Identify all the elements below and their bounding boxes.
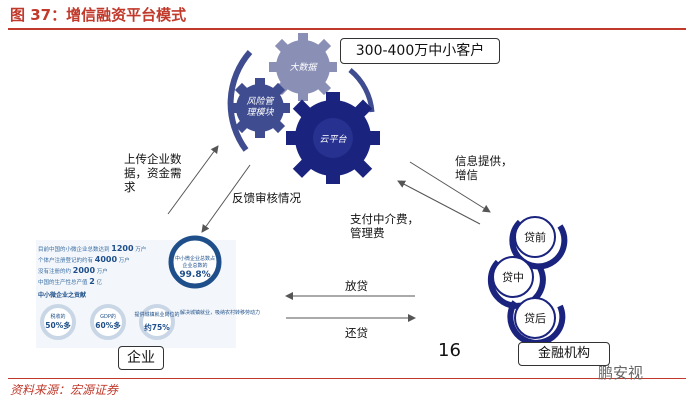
contribution-subtitle: 中小微企业之贡献 — [38, 292, 87, 299]
stage-pre-loan: 贷前 — [524, 230, 546, 244]
payment-fee-label: 支付中介费，管理费 — [350, 212, 419, 240]
jobs-value: 约75% — [144, 322, 170, 332]
big-data-gear-icon: 大数据 — [269, 33, 337, 101]
cloud-platform-gear-icon: 云平台 — [286, 92, 380, 184]
jobs-share-circle — [139, 304, 175, 340]
loan-label: 放贷 — [345, 279, 368, 293]
enterprise-stats: 目前中国的小微企业总数达到 1200 万户 个体户注册登记的约有 4000 万户… — [38, 244, 168, 288]
cloud-platform-label: 云平台 — [319, 134, 347, 145]
info-arrow — [409, 161, 491, 213]
financial-institution-box: 金融机构 — [518, 342, 610, 366]
feedback-label: 反馈审核情况 — [232, 191, 301, 205]
tax-value: 50%多 — [45, 320, 71, 330]
enterprise-panel: 税收的 50%多 GDP的 60%多 提供城镇就业岗位的 约75% 解决城镇就业… — [36, 235, 260, 348]
enterprise-share-value: 99.8% — [179, 270, 211, 280]
payment-arrow — [397, 180, 481, 225]
page-number: 16 — [438, 340, 461, 361]
stage-post-loan: 贷后 — [524, 311, 546, 325]
gear-arc-left — [227, 50, 253, 152]
stat-line: 中国的生产性总产值 2 亿 — [38, 277, 103, 286]
enterprise-share-circle — [168, 235, 222, 289]
stat-line: 个体户注册登记的约有 4000 万户 — [38, 255, 130, 264]
risk-control-label-1: 风险管 — [246, 96, 275, 107]
enterprise-share-note: 中小微企业总数占企业总数的 — [174, 256, 215, 269]
info-credit-label: 信息提供，增信 — [455, 154, 513, 182]
upload-label: 上传企业数据，资金需求 — [124, 152, 182, 194]
risk-control-gear-icon: 风险管 理模块 — [230, 78, 290, 138]
enterprise-box: 企业 — [118, 346, 164, 370]
footer-divider — [8, 378, 686, 379]
financial-stages: 贷前 贷中 贷后 — [487, 216, 568, 346]
tax-label: 税收的 — [50, 313, 65, 320]
gdp-label: GDP的 — [100, 313, 116, 320]
gdp-value: 60%多 — [95, 320, 121, 330]
jobs-label: 提供城镇就业岗位的 — [134, 311, 179, 318]
stat-line: 没有注册的约 2000 万户 — [38, 266, 108, 275]
upload-arrow — [167, 145, 219, 215]
repay-label: 还贷 — [345, 326, 368, 340]
jobs-side-note: 解决城镇就业，吸纳农村转移劳动力 — [180, 309, 260, 316]
figure-title: 图 37：增信融资平台模式 — [10, 6, 187, 24]
risk-control-label-2: 理模块 — [246, 107, 274, 118]
feedback-arrow — [201, 164, 251, 233]
gdp-share-circle — [90, 304, 126, 340]
customers-box: 300-400万中小客户 — [340, 38, 500, 64]
source-note: 资料来源：宏源证券 — [10, 383, 119, 397]
tax-share-circle — [40, 304, 76, 340]
stat-line: 目前中国的小微企业总数达到 1200 万户 — [38, 244, 147, 253]
title-divider — [8, 28, 686, 30]
big-data-label: 大数据 — [289, 62, 318, 73]
watermark: 鹏安视 — [598, 364, 644, 382]
gear-arc-right — [348, 68, 375, 113]
stage-mid-loan: 贷中 — [502, 270, 524, 284]
